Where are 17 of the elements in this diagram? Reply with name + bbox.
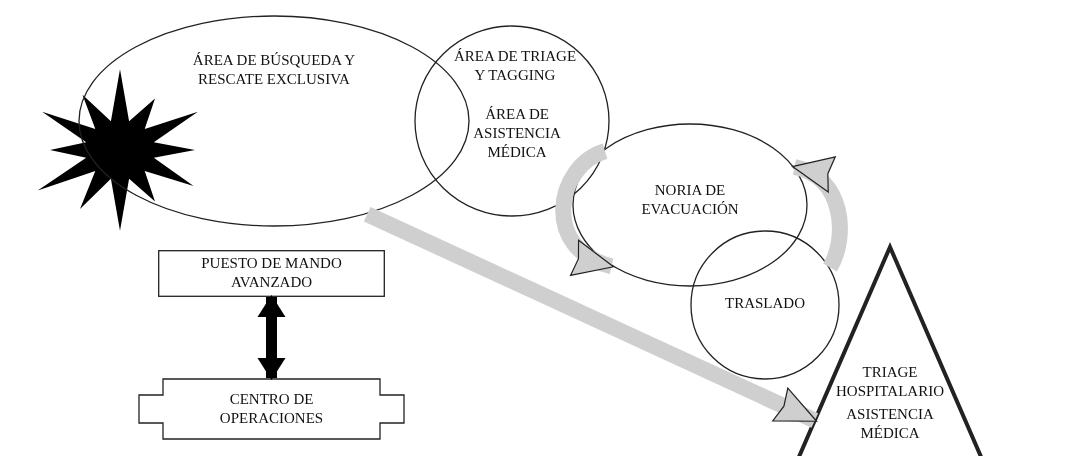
triangle-label: ASISTENCIA MÉDICA — [845, 405, 935, 443]
circle-label: TRASLADO — [724, 294, 806, 313]
arrow — [555, 143, 615, 274]
box-label: CENTRO DE OPERACIONES — [218, 390, 325, 428]
area-ellipse — [414, 25, 610, 217]
operations-box — [138, 378, 405, 440]
circle-label: NORIA DE EVACUACIÓN — [640, 181, 740, 219]
arrow — [792, 159, 848, 272]
evacuation-circle — [572, 123, 808, 287]
transfer-circle — [690, 230, 840, 380]
area-label: ÁREA DE ASISTENCIA MÉDICA — [472, 105, 562, 162]
area-label: ÁREA DE TRIAGE Y TAGGING — [452, 47, 578, 85]
command-box — [158, 250, 385, 297]
arrow — [257, 295, 286, 380]
triangle-label: TRIAGE HOSPITALARIO — [835, 363, 945, 401]
box-label: PUESTO DE MANDO AVANZADO — [200, 254, 343, 292]
area-label: ÁREA DE BÚSQUEDA Y RESCATE EXCLUSIVA — [191, 51, 357, 89]
